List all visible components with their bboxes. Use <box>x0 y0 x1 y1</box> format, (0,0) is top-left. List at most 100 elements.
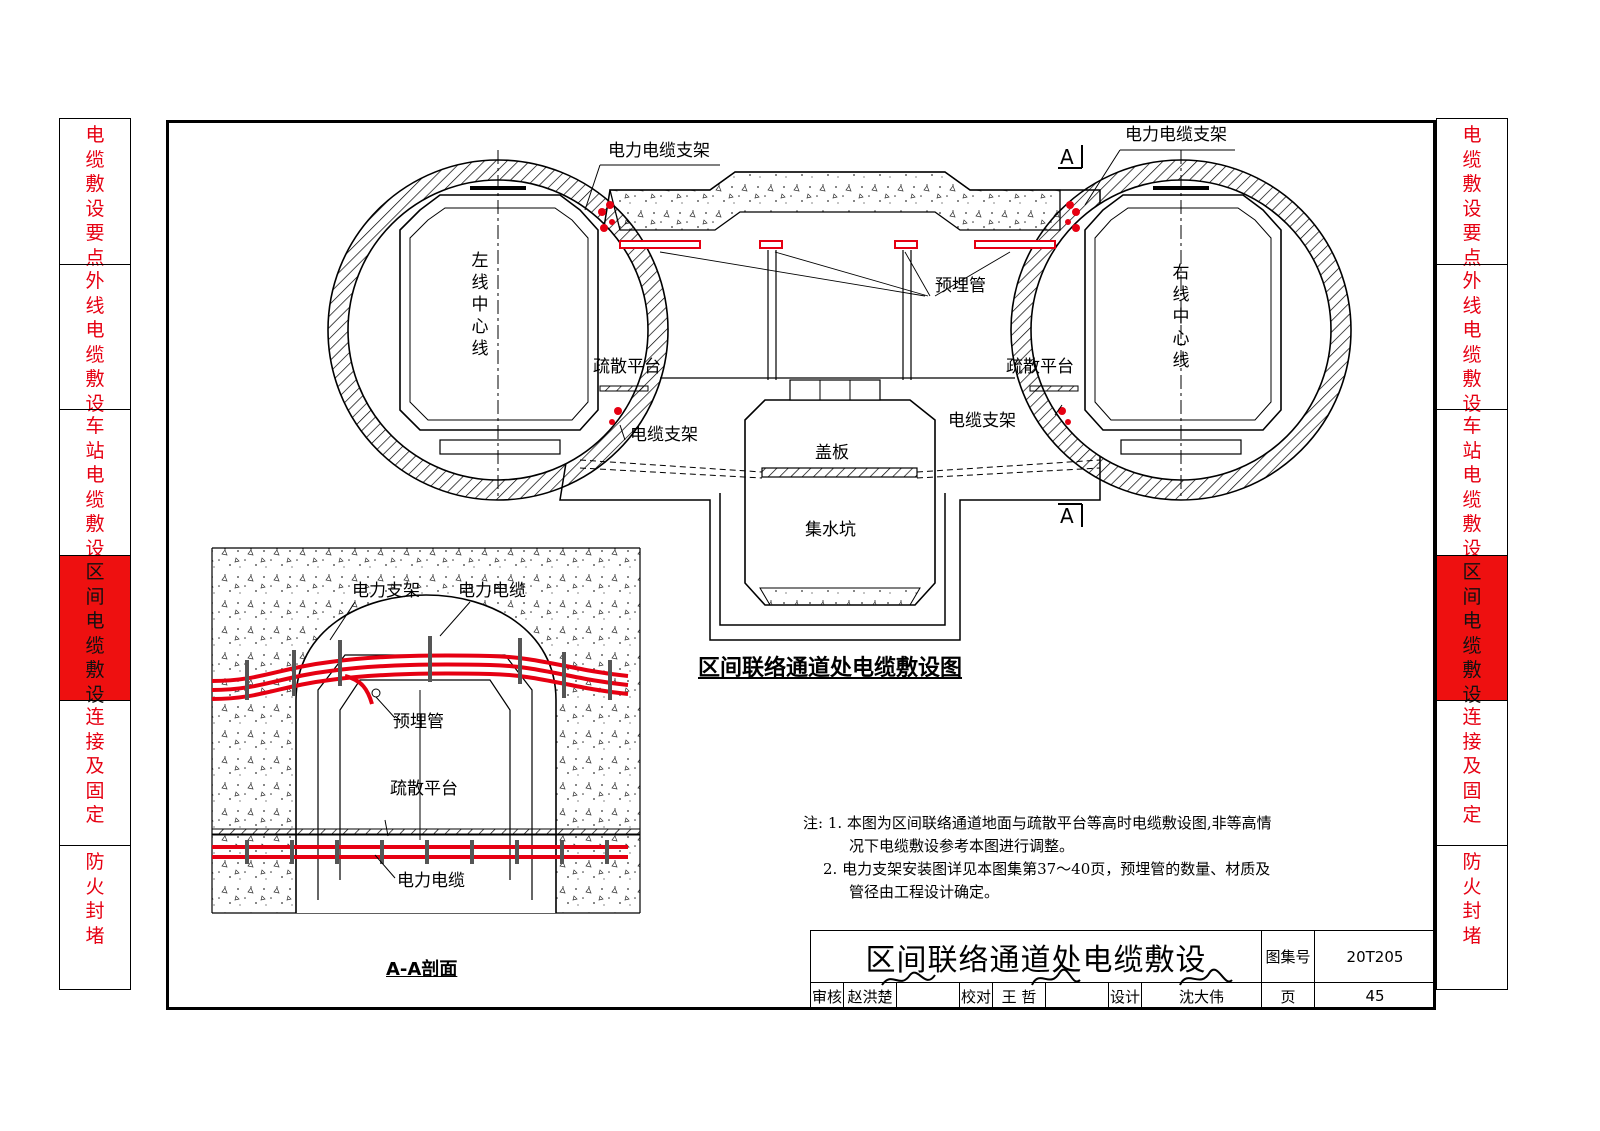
left-tab-2[interactable]: 车站电缆敷设 <box>59 409 131 560</box>
drawing-frame <box>166 120 1436 1010</box>
tab-char: 外 <box>1462 270 1482 292</box>
embedded-pipe-3 <box>894 240 918 249</box>
embedded-pipe-1 <box>619 240 701 249</box>
embedded-pipe-2 <box>759 240 783 249</box>
tab-char: 缆 <box>85 343 105 366</box>
sump-outline <box>744 399 936 606</box>
plan-cable-markers-left <box>598 201 622 425</box>
power-bracket-right-label: 电力电缆支架 <box>1125 125 1227 145</box>
evac-platform-right-label: 疏散平台 <box>1006 357 1074 377</box>
tab-char: 定 <box>85 804 105 826</box>
note-line-4: 管径由工程设计确定。 <box>849 883 1000 901</box>
tab-char: 电 <box>1462 319 1482 341</box>
tab-char: 电 <box>1462 124 1482 146</box>
tab-char: 连 <box>85 706 105 728</box>
tab-char: 堵 <box>1462 924 1482 947</box>
section-power-cable-bottom-label: 电力电缆 <box>397 871 465 891</box>
tab-char: 敷 <box>1462 368 1482 390</box>
left-tab-1[interactable]: 外线电缆敷设 <box>59 264 131 415</box>
cover-plate-label: 盖板 <box>815 443 849 463</box>
tab-char: 敷 <box>1462 659 1482 681</box>
vertical-char: 线 <box>1172 285 1190 305</box>
right-centerline-label: 右线中心线 <box>1172 262 1190 372</box>
section-cables-top <box>211 653 629 705</box>
tab-char: 设 <box>1462 197 1482 220</box>
tab-char: 车 <box>85 415 105 437</box>
tab-char: 设 <box>1462 537 1482 560</box>
tab-char: 设 <box>85 197 105 220</box>
page-no: 45 <box>1314 982 1436 1010</box>
vertical-char: 心 <box>471 317 489 337</box>
note-line-2: 况下电缆敷设参考本图进行调整。 <box>849 837 1075 855</box>
tab-char: 固 <box>85 779 105 802</box>
tab-char: 敷 <box>85 659 105 681</box>
left-tab-5[interactable]: 防火封堵 <box>59 845 131 990</box>
tab-char: 敷 <box>1462 513 1482 535</box>
tab-char: 及 <box>85 755 105 777</box>
tab-char: 线 <box>85 294 105 317</box>
tab-char: 间 <box>1462 585 1482 608</box>
tab-char: 连 <box>1462 706 1482 728</box>
vertical-char: 中 <box>471 295 489 315</box>
right-train-profile <box>1084 194 1282 431</box>
cable-bracket-left-label: 电缆支架 <box>630 425 698 445</box>
design-label: 设计 <box>1108 982 1142 1010</box>
notes: 注: 1. 本图为区间联络通道地面与疏散平台等高时电缆敷设图,非等高情 况下电缆… <box>803 812 1272 904</box>
note-line-3: 2. 电力支架安装图详见本图集第37～40页，预埋管的数量、材质及 <box>823 860 1271 878</box>
reviewer-sig-cell <box>896 982 960 1010</box>
page-label: 页 <box>1261 982 1315 1010</box>
vertical-char: 中 <box>1172 307 1190 327</box>
plan-title: 区间联络通道处电缆敷设图 <box>698 656 963 681</box>
tab-char: 站 <box>85 439 105 462</box>
evac-platform-left-label: 疏散平台 <box>593 357 661 377</box>
vertical-char: 左 <box>471 251 489 271</box>
tab-char: 电 <box>1462 464 1482 486</box>
cover-plate <box>761 467 918 478</box>
tab-label: 区间电缆敷设 <box>1462 560 1481 707</box>
tab-char: 电 <box>85 464 105 486</box>
tab-char: 点 <box>1462 246 1482 269</box>
tab-char: 封 <box>1462 900 1482 922</box>
tab-char: 电 <box>1462 610 1482 632</box>
tab-label: 防火封堵 <box>85 850 104 948</box>
tab-char: 敷 <box>85 173 105 195</box>
evac-platform-slab <box>211 828 641 836</box>
tab-char: 缆 <box>85 488 105 511</box>
tab-char: 火 <box>1462 875 1482 898</box>
right-tab-5[interactable]: 防火封堵 <box>1436 845 1508 990</box>
atlas-no: 20T205 <box>1314 930 1436 983</box>
left-tab-4[interactable]: 连接及固定 <box>59 700 131 846</box>
power-bracket-left-label: 电力电缆支架 <box>608 141 710 161</box>
tab-label: 车站电缆敷设 <box>85 414 104 561</box>
tab-char: 敷 <box>85 513 105 535</box>
right-tab-3[interactable]: 区间电缆敷设 <box>1436 555 1508 706</box>
vertical-char: 线 <box>471 339 489 359</box>
vertical-char: 线 <box>1172 351 1190 371</box>
tab-char: 区 <box>85 561 105 583</box>
reviewer: 赵洪楚 <box>843 982 897 1010</box>
designer: 沈大伟 <box>1178 987 1224 1006</box>
tab-char: 防 <box>85 851 105 873</box>
tab-char: 定 <box>1462 804 1482 826</box>
passage-roof <box>609 171 1061 231</box>
tab-char: 接 <box>1462 730 1482 753</box>
left-centerline-label: 左线中心线 <box>471 250 489 360</box>
designer-block: 沈大伟 <box>1141 982 1262 1010</box>
tab-char: 缆 <box>85 148 105 171</box>
tab-label: 车站电缆敷设 <box>1462 414 1481 561</box>
drawing-title: 区间联络通道处电缆敷设 <box>810 930 1262 983</box>
tab-char: 电 <box>85 124 105 146</box>
left-train-profile <box>399 194 599 431</box>
tab-char: 要 <box>85 222 105 244</box>
tab-char: 线 <box>1462 294 1482 317</box>
right-tab-0[interactable]: 电缆敷设要点 <box>1436 118 1508 269</box>
plan-cable-markers-right <box>1058 201 1080 425</box>
tab-label: 电缆敷设要点 <box>85 123 104 270</box>
embedded-pipe-label: 预埋管 <box>935 276 986 296</box>
right-tab-2[interactable]: 车站电缆敷设 <box>1436 409 1508 560</box>
title-block: 区间联络通道处电缆敷设 图集号 20T205 审核 赵洪楚 校对 王 哲 设计 … <box>810 930 1436 1010</box>
tab-char: 缆 <box>1462 634 1482 657</box>
section-arch <box>295 594 557 913</box>
left-tab-0[interactable]: 电缆敷设要点 <box>59 118 131 269</box>
